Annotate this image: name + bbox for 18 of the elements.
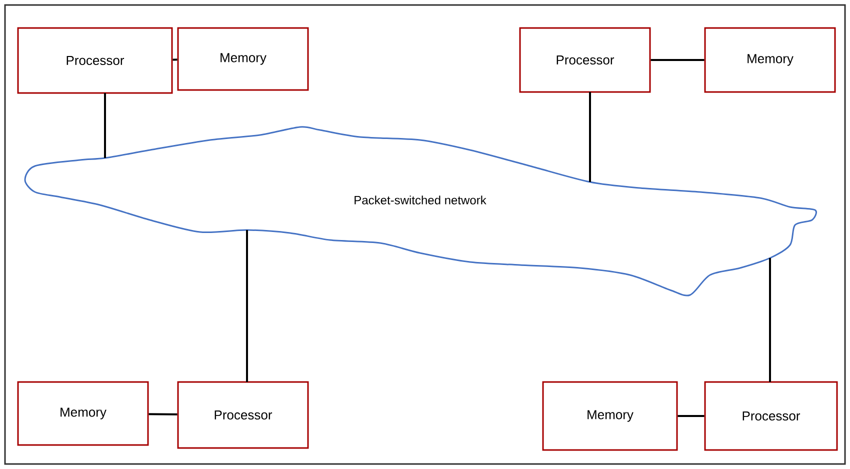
component-box: Processor xyxy=(17,27,173,94)
connector-line xyxy=(172,58,178,61)
connector-line xyxy=(104,93,106,158)
network-label: Packet-switched network xyxy=(354,196,486,204)
connector-line xyxy=(148,413,178,416)
component-box: Memory xyxy=(177,27,309,91)
connector-line xyxy=(650,59,704,61)
component-box: Processor xyxy=(519,27,651,93)
component-box: Memory xyxy=(542,381,678,451)
connector-line xyxy=(769,258,771,382)
connector-line xyxy=(589,92,591,182)
component-box: Memory xyxy=(704,27,836,93)
component-box: Processor xyxy=(704,381,838,451)
connector-line xyxy=(246,230,248,382)
network-cloud xyxy=(24,126,817,296)
component-box: Processor xyxy=(177,381,309,449)
connector-line xyxy=(678,415,704,417)
component-box: Memory xyxy=(17,381,149,446)
